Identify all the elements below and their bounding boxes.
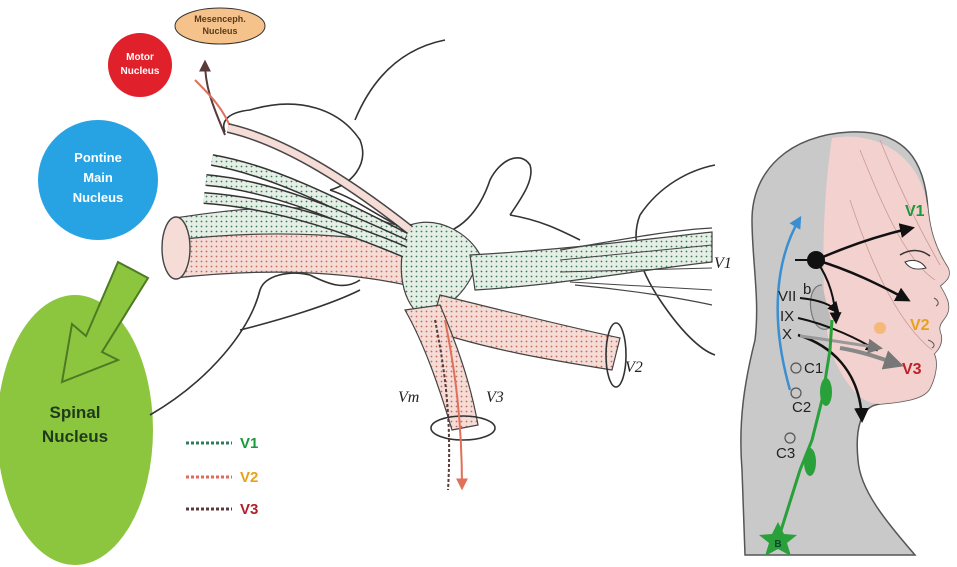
mesenceph-label-line1: Mesenceph. xyxy=(194,14,246,24)
legend-v1-label: V1 xyxy=(240,435,258,452)
motor-label-line1: Motor xyxy=(126,52,154,63)
mesenceph-label-line2: Nucleus xyxy=(202,26,237,36)
v3-branch-label: V3 xyxy=(486,389,504,406)
nerve-ix-label: IX xyxy=(780,308,794,325)
head-illustration: B xyxy=(741,132,949,556)
nerve-vii-label: VII xyxy=(778,288,796,305)
trigeminal-nerve xyxy=(162,62,712,490)
pontine-label-line2: Main xyxy=(83,170,113,185)
c1-label: C1 xyxy=(804,360,823,377)
legend-v2-label: V2 xyxy=(240,469,258,486)
v2-branch-label: V2 xyxy=(625,359,643,376)
vm-branch-label: Vm xyxy=(398,389,419,406)
head-v2-label: V2 xyxy=(910,317,930,334)
spinal-label-line1: Spinal xyxy=(49,403,100,422)
star-label: B xyxy=(774,539,781,550)
nerve-vii-superscript: b xyxy=(803,281,811,298)
v2-point xyxy=(874,322,886,334)
pontine-main-nucleus: Pontine Main Nucleus xyxy=(38,120,158,240)
pontine-label-line3: Nucleus xyxy=(73,190,124,205)
legend-v3-label: V3 xyxy=(240,501,258,518)
mesencephalic-nucleus: Mesenceph. Nucleus xyxy=(175,8,265,44)
c2-label: C2 xyxy=(792,399,811,416)
nerve-x-label: X xyxy=(782,326,792,343)
head-v3-label: V3 xyxy=(902,361,922,378)
head-v1-label: V1 xyxy=(905,203,925,220)
motor-label-line2: Nucleus xyxy=(121,66,160,77)
motor-nucleus: Motor Nucleus xyxy=(108,33,172,97)
pontine-label-line1: Pontine xyxy=(74,150,122,165)
spinal-label-line2: Nucleus xyxy=(42,427,108,446)
legend: V1 V2 V3 xyxy=(186,435,258,518)
c3-label: C3 xyxy=(776,445,795,462)
v1-branch-label: V1 xyxy=(714,255,732,272)
